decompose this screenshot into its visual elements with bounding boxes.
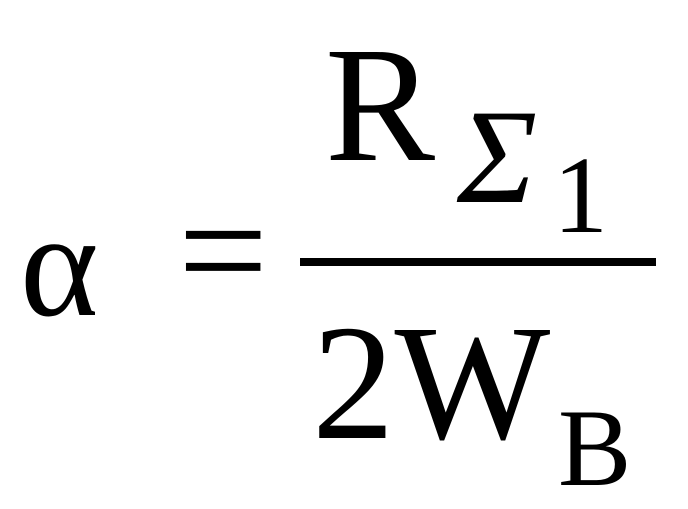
fraction-bar: [300, 258, 656, 266]
lhs-alpha-symbol: α: [20, 182, 99, 348]
denominator-subscript: B: [558, 387, 632, 509]
equals-sign: =: [178, 161, 269, 339]
numerator-subscript-sigma: Σ: [457, 83, 538, 232]
numerator-main: R: [325, 13, 436, 196]
numerator-subscript-index: 1: [553, 134, 608, 256]
denominator-main: 2W: [312, 291, 551, 474]
